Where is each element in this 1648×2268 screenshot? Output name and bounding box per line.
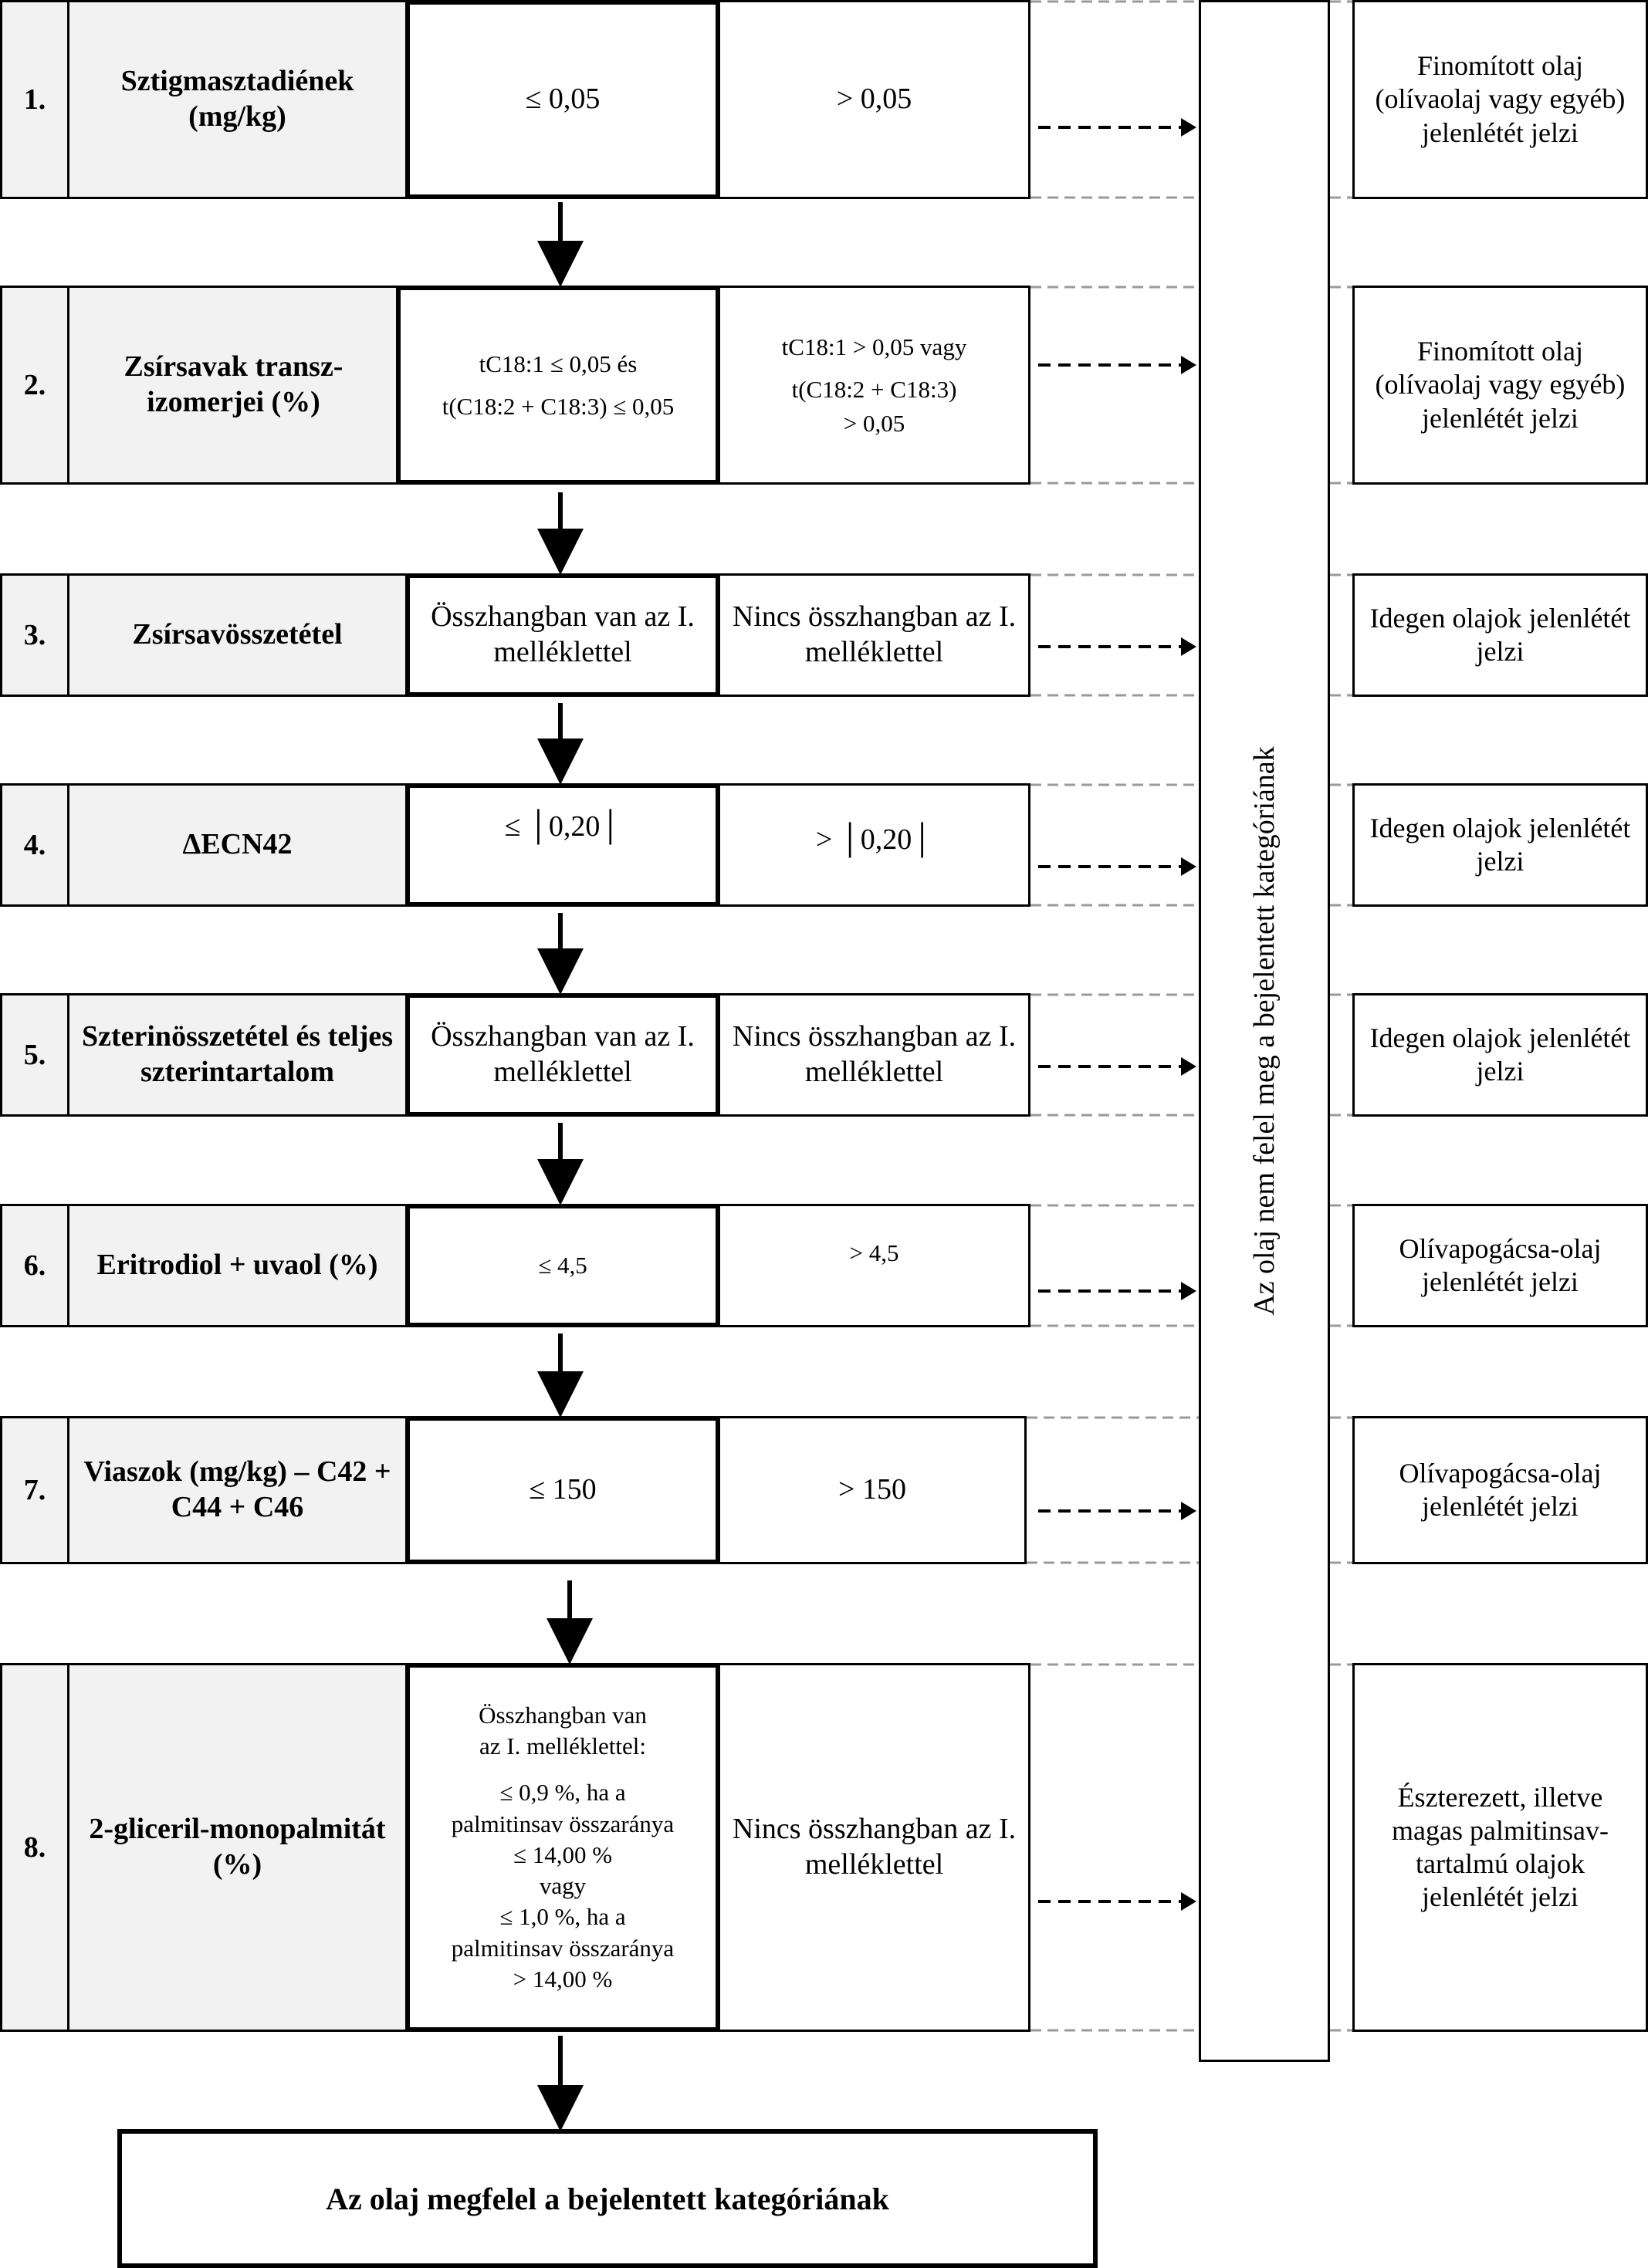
- pass-text: t(C18:2 + C18:3) ≤ 0,05: [442, 393, 675, 420]
- result-box-1: Finomított olaj (olívaolaj vagy egyéb) j…: [1352, 0, 1648, 199]
- fail-criterion-4: > │0,20│: [720, 783, 1030, 907]
- fail-text: > │0,20│: [815, 823, 933, 856]
- fail-text: Nincs összhangban az I. melléklettel: [732, 1020, 1017, 1088]
- pass-criterion-3: Összhangban van az I. melléklettel: [405, 573, 720, 697]
- fail-text: > 0,05: [843, 409, 905, 437]
- pass-text: vagy: [539, 1872, 587, 1900]
- row-number-1: 1.: [0, 0, 69, 199]
- fail-text: > 0,05: [836, 83, 912, 116]
- pass-criterion-7: ≤ 150: [405, 1416, 720, 1564]
- fail-criterion-3: Nincs összhangban az I. melléklettel: [720, 573, 1030, 697]
- result-box-3: Idegen olajok jelenlétét jelzi: [1352, 573, 1648, 697]
- pass-criterion-8: Összhangban van az I. melléklettel: ≤ 0,…: [405, 1663, 720, 2032]
- pass-text: > 14,00 %: [513, 1965, 613, 1993]
- row-label-8: 2-gliceril-monopalmitát (%): [69, 1665, 405, 2030]
- row-number-6: 6.: [0, 1204, 69, 1327]
- result-box-7: Olívapogácsa-olaj jelenlétét jelzi: [1352, 1416, 1648, 1564]
- rejection-bar: [1199, 0, 1330, 2062]
- fail-text: Nincs összhangban az I. melléklettel: [732, 1813, 1017, 1881]
- pass-text: ≤ 0,9 %, ha a: [499, 1779, 626, 1807]
- row-number-3: 3.: [0, 573, 69, 697]
- result-box-4: Idegen olajok jelenlétét jelzi: [1352, 783, 1648, 907]
- pass-criterion-5: Összhangban van az I. melléklettel: [405, 993, 720, 1117]
- fail-text: > 4,5: [849, 1239, 899, 1266]
- fail-criterion-8: Nincs összhangban az I. melléklettel: [720, 1663, 1030, 2032]
- fail-text: t(C18:2 + C18:3): [791, 376, 957, 404]
- pass-criterion-4: ≤ │0,20│: [405, 783, 720, 907]
- result-box-6: Olívapogácsa-olaj jelenlétét jelzi: [1352, 1204, 1648, 1327]
- row-label-1: Sztigmasztadiének (mg/kg): [69, 2, 405, 197]
- row-label-2: Zsírsavak transz-izomerjei (%): [69, 288, 398, 482]
- pass-text: palmitinsav összaránya: [451, 1810, 675, 1837]
- fail-text: > 150: [838, 1473, 906, 1506]
- pass-text: ≤ 150: [529, 1473, 597, 1506]
- fail-criterion-5: Nincs összhangban az I. melléklettel: [720, 993, 1030, 1117]
- pass-text: ≤ 4,5: [538, 1252, 587, 1279]
- row-label-6: Eritrodiol + uvaol (%): [69, 1206, 405, 1325]
- row-label-4: ΔECN42: [69, 786, 405, 904]
- pass-criterion-2: tC18:1 ≤ 0,05 és t(C18:2 + C18:3) ≤ 0,05: [396, 286, 720, 485]
- fail-criterion-1: > 0,05: [720, 0, 1030, 199]
- row-label-5: Szterinösszetétel és teljes szterintarta…: [69, 995, 405, 1114]
- pass-text: tC18:1 ≤ 0,05 és: [479, 350, 638, 377]
- pass-text: ≤ 1,0 %, ha a: [499, 1903, 626, 1931]
- row-label-7: Viaszok (mg/kg) – C42 + C44 + C46: [69, 1418, 405, 1562]
- row-number-8: 8.: [0, 1663, 69, 2032]
- final-box: Az olaj megfelel a bejelentett kategóriá…: [117, 2129, 1098, 2268]
- row-number-4: 4.: [0, 783, 69, 907]
- fail-criterion-6: > 4,5: [720, 1204, 1030, 1327]
- pass-text: Összhangban van az I. melléklettel: [431, 1020, 695, 1088]
- result-box-2: Finomított olaj (olívaolaj vagy egyéb) j…: [1352, 286, 1648, 485]
- pass-criterion-1: ≤ 0,05: [405, 0, 720, 199]
- row-number-5: 5.: [0, 993, 69, 1117]
- row-label-3: Zsírsavösszetétel: [69, 576, 405, 695]
- result-box-8: Észterezett, illetve magas palmitinsav-t…: [1352, 1663, 1648, 2032]
- pass-text: Összhangban van az I. melléklettel: [431, 600, 695, 668]
- row-number-7: 7.: [0, 1416, 69, 1564]
- fail-text: Nincs összhangban az I. melléklettel: [732, 600, 1017, 668]
- fail-criterion-2: tC18:1 > 0,05 vagy t(C18:2 + C18:3) > 0,…: [720, 286, 1030, 485]
- pass-text: Összhangban van: [479, 1701, 647, 1729]
- pass-text: palmitinsav összaránya: [451, 1934, 675, 1962]
- pass-text: ≤ │0,20│: [504, 810, 621, 843]
- pass-text: az I. melléklettel:: [479, 1732, 647, 1759]
- pass-text: ≤ 14,00 %: [513, 1840, 613, 1868]
- fail-text: tC18:1 > 0,05 vagy: [781, 333, 967, 361]
- pass-text: ≤ 0,05: [525, 83, 601, 116]
- fail-criterion-7: > 150: [720, 1416, 1027, 1564]
- row-number-2: 2.: [0, 286, 69, 485]
- result-box-5: Idegen olajok jelenlétét jelzi: [1352, 993, 1648, 1117]
- pass-criterion-6: ≤ 4,5: [405, 1204, 720, 1327]
